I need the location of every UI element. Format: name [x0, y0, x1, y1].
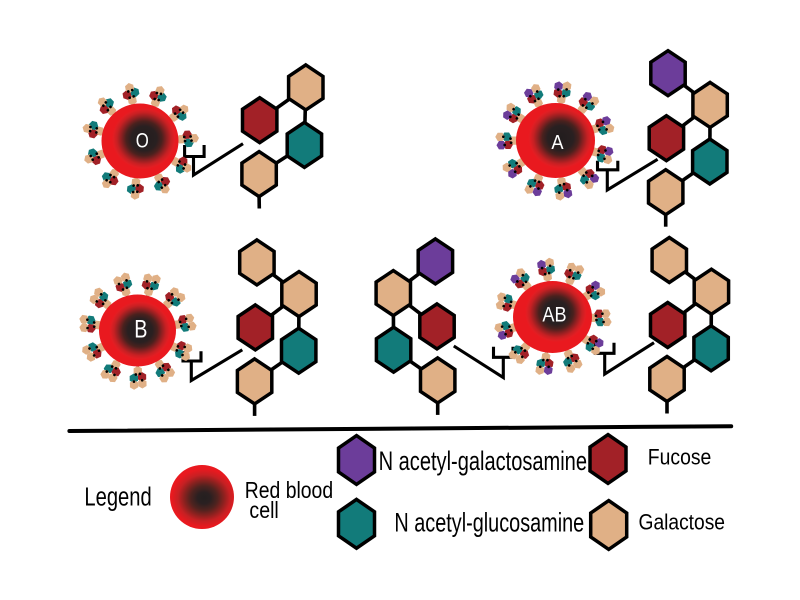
- svg-text:Red blood: Red blood: [245, 477, 333, 503]
- svg-text:A: A: [551, 132, 563, 154]
- svg-text:N acetyl-glucosamine: N acetyl-glucosamine: [394, 508, 584, 538]
- svg-text:Fucose: Fucose: [648, 444, 712, 469]
- svg-text:O: O: [136, 130, 149, 153]
- svg-text:Galactose: Galactose: [639, 509, 726, 534]
- svg-text:Legend: Legend: [84, 484, 151, 512]
- svg-text:cell: cell: [249, 497, 278, 523]
- svg-text:B: B: [134, 314, 147, 343]
- svg-text:AB: AB: [542, 304, 566, 327]
- svg-text:N acetyl-galactosamine: N acetyl-galactosamine: [379, 446, 587, 476]
